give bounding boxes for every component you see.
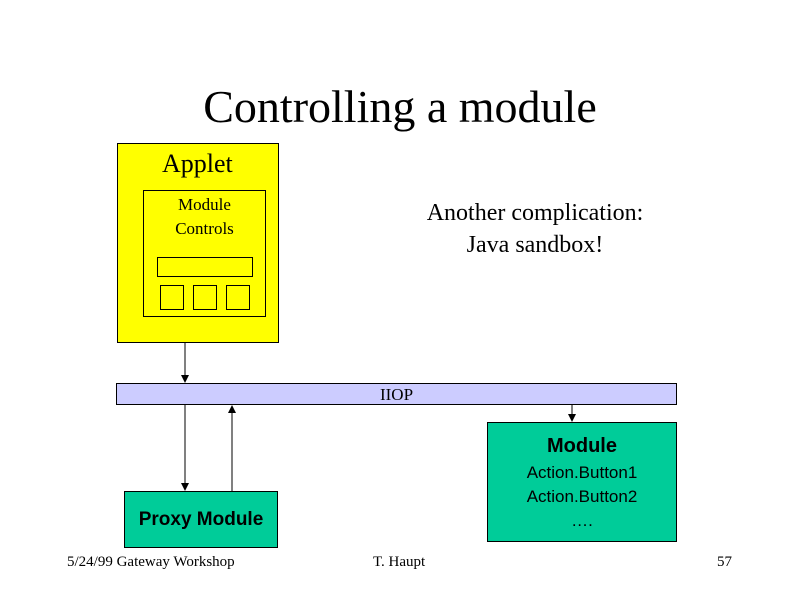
- control-button-3: [226, 285, 250, 310]
- iiop-bus: [116, 383, 677, 405]
- module-action-item: Action.Button1: [526, 463, 638, 482]
- sandbox-note-line1: Another complication:: [426, 200, 644, 226]
- iiop-bus-label: IIOP: [379, 385, 414, 404]
- slide-title: Controlling a module: [203, 81, 597, 132]
- module-box: [487, 422, 677, 542]
- control-button-1: [160, 285, 184, 310]
- proxy-module-box: [124, 491, 278, 548]
- module-controls-box: [143, 190, 266, 317]
- applet-label: Applet: [162, 149, 233, 178]
- sandbox-note-line2: Java sandbox!: [466, 232, 604, 258]
- module-title: Module: [547, 435, 617, 457]
- footer-author: T. Haupt: [373, 554, 426, 570]
- proxy-module-label: Proxy Module: [138, 509, 264, 530]
- sandbox-note: Another complication: Java sandbox!: [380, 197, 690, 261]
- control-button-2: [193, 285, 217, 310]
- module-controls-label: Module Controls: [143, 193, 266, 241]
- module-controls-label-line1: Module: [178, 195, 231, 214]
- module-action-list: Action.Button1 Action.Button2 ….: [487, 461, 677, 533]
- control-text-field: [157, 257, 253, 277]
- module-action-item: ….: [571, 511, 593, 530]
- footer-date-event: 5/24/99 Gateway Workshop: [67, 554, 235, 570]
- module-action-item: Action.Button2: [526, 487, 638, 506]
- footer-page-number: 57: [717, 554, 732, 570]
- module-controls-label-line2: Controls: [175, 219, 234, 238]
